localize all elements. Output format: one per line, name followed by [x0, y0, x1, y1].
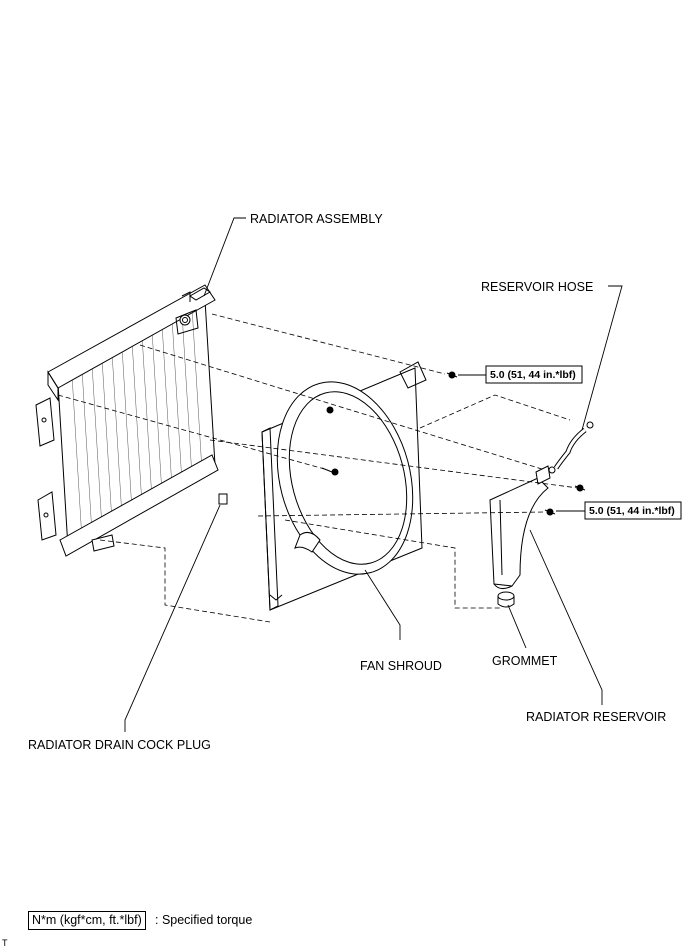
torque-box-upper [485, 365, 583, 384]
radiator-reservoir-drawing [489, 465, 551, 590]
bolt-shroud [326, 406, 334, 414]
grommet-drawing [497, 591, 515, 608]
legend-description: : Specified torque [155, 913, 253, 927]
label-grommet: GROMMET [492, 654, 558, 668]
reservoir-hose-drawing [548, 421, 594, 474]
label-radiator-reservoir: RADIATOR RESERVOIR [526, 710, 666, 724]
bolt-upper [446, 371, 458, 379]
label-radiator-drain-cock-plug: RADIATOR DRAIN COCK PLUG [28, 738, 211, 752]
radiator-assembly-drawing [35, 284, 219, 557]
bolt-lower [544, 508, 556, 516]
leader-lines [124, 217, 623, 732]
label-radiator-assembly: RADIATOR ASSEMBLY [250, 212, 383, 226]
assembly-guide-lines [57, 313, 579, 623]
fan-shroud-drawing [261, 361, 427, 611]
drain-cock-plug-drawing [218, 493, 228, 505]
label-fan-shroud: FAN SHROUD [360, 659, 442, 673]
legend-unit-box: N*m (kgf*cm, ft.*lbf) [28, 911, 146, 930]
label-reservoir-hose: RESERVOIR HOSE [481, 280, 593, 294]
torque-lower-text: 5.0 (51, 44 in.*lbf) [589, 505, 675, 517]
torque-box-lower [584, 501, 682, 520]
torque-upper-text: 5.0 (51, 44 in.*lbf) [490, 369, 576, 381]
corner-mark: T [2, 938, 8, 948]
